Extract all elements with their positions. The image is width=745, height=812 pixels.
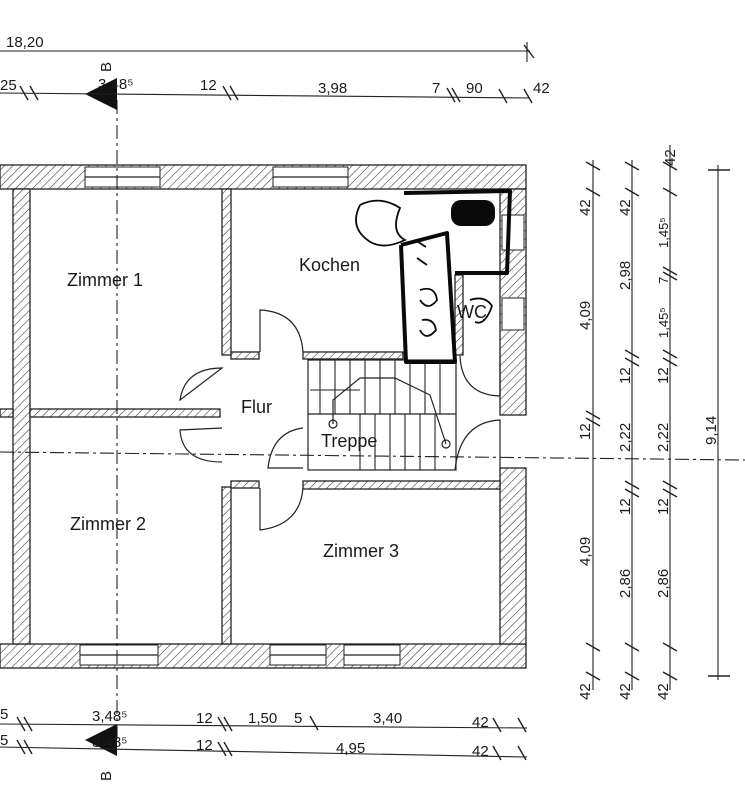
dim-bottom1-6: 42: [472, 714, 489, 731]
door-z3: [454, 419, 501, 471]
wall-z1-left: [0, 408, 14, 418]
door-treppe: [267, 427, 304, 469]
dim-r2-3: 2,22: [617, 423, 634, 452]
room-label-kochen: Kochen: [299, 255, 360, 275]
door-flur-top: [259, 309, 304, 353]
dim-r4-0: 9,14: [703, 416, 720, 445]
dim-bottom1-5: 3,40: [373, 710, 402, 727]
dim-bottom2-4: 42: [472, 743, 489, 760]
dim-r1-4: 42: [577, 683, 594, 700]
window-wc: [501, 297, 525, 331]
dim-top-0: 25: [0, 77, 17, 94]
dim-bottom1-3: 1,50: [248, 710, 277, 727]
wall-kochen-bottom-a: [230, 351, 260, 360]
doors: [179, 309, 501, 531]
dim-r2-1: 2,98: [617, 261, 634, 290]
dim-r1-0: 42: [577, 199, 594, 216]
room-label-zimmer3: Zimmer 3: [323, 541, 399, 561]
dim-bottom1-0: 5: [0, 706, 8, 723]
dimension-chain-top: 18,20 25 3,48⁵ 12 3,98 7 90 42: [0, 34, 550, 104]
door-z1: [179, 367, 224, 402]
sketch-sink: [451, 200, 495, 226]
section-label-top: B: [98, 62, 115, 72]
wall-left: [12, 188, 31, 645]
wall-z1-z2: [29, 408, 221, 418]
wall-z2-z3: [221, 486, 232, 645]
dim-top-6: 42: [533, 80, 550, 97]
dim-r3-3: 1,45⁵: [656, 307, 671, 338]
dim-bottom1-2: 12: [196, 710, 213, 727]
dim-r3-4: 12: [655, 367, 672, 384]
dim-r3-0: 42: [662, 149, 679, 166]
dim-r3-5: 2,22: [655, 423, 672, 452]
section-lines: [0, 100, 745, 740]
dim-r3-8: 42: [655, 683, 672, 700]
dim-top-4: 7: [432, 80, 440, 97]
dimension-chain-right: 42 4,09 12 4,09 42 42 2,98 12 2,22 12 2,…: [577, 145, 730, 700]
dim-top-2: 12: [200, 77, 217, 94]
dim-r3-6: 12: [655, 498, 672, 515]
dim-r2-5: 2,86: [617, 569, 634, 598]
dim-r2-0: 42: [617, 199, 634, 216]
wall-kochen-bottom-b: [302, 351, 404, 360]
dim-bottom2-1: 3,48⁵: [92, 734, 127, 751]
wall-bottom: [0, 643, 527, 669]
door-z2: [179, 427, 223, 463]
section-label-bottom: B: [98, 771, 115, 781]
staircase: [307, 359, 457, 471]
window-kochen-right: [501, 214, 525, 251]
room-label-flur: Flur: [241, 397, 272, 417]
room-label-treppe: Treppe: [321, 431, 377, 451]
room-label-zimmer2: Zimmer 2: [70, 514, 146, 534]
dimension-chain-bottom: 5 3,48⁵ 12 1,50 5 3,40 42 5 3,48⁵ 12 4,9…: [0, 706, 528, 761]
room-label-zimmer1: Zimmer 1: [67, 270, 143, 290]
windows: [79, 166, 525, 666]
wall-z1-kochen: [221, 188, 232, 356]
dim-bottom2-2: 12: [196, 737, 213, 754]
door-wc: [459, 355, 501, 397]
dim-r1-1: 4,09: [577, 301, 594, 330]
dim-bottom1-1: 3,48⁵: [92, 708, 127, 725]
dim-r1-2: 12: [577, 423, 594, 440]
door-flur-bottom: [259, 487, 304, 531]
wall-right-lower: [499, 467, 527, 645]
dim-top-5: 90: [466, 80, 483, 97]
dim-bottom2-0: 5: [0, 732, 8, 749]
dim-top-1: 3,48⁵: [98, 76, 133, 93]
dim-bottom1-4: 5: [294, 710, 302, 727]
dim-r1-3: 4,09: [577, 537, 594, 566]
dim-r3-7: 2,86: [655, 569, 672, 598]
room-label-wc: WC: [457, 302, 487, 322]
section-arrow-bottom: [85, 724, 117, 756]
dim-r2-4: 12: [617, 498, 634, 515]
wall-top: [0, 164, 527, 190]
hand-sketch: [355, 189, 512, 364]
dim-r3-1: 1,45⁵: [656, 217, 671, 248]
wall-z3-top-b: [302, 480, 501, 490]
dim-r2-2: 12: [617, 367, 634, 384]
dim-r2-6: 42: [617, 683, 634, 700]
dim-top-overall: 18,20: [6, 34, 44, 51]
dim-bottom2-3: 4,95: [336, 740, 365, 757]
dim-r3-2: 7: [656, 277, 671, 284]
wall-z3-top-a: [230, 480, 260, 489]
dim-top-3: 3,98: [318, 80, 347, 97]
